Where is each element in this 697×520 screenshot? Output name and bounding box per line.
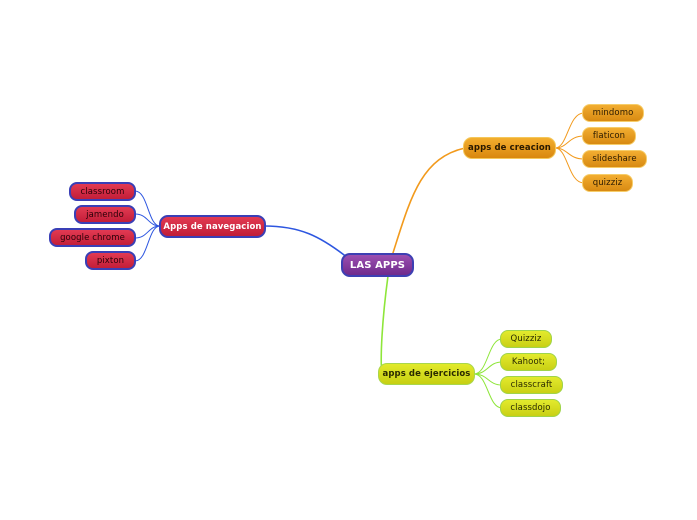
connector-navegacion-classroom — [134, 190, 161, 227]
leaf-label: slideshare — [592, 154, 637, 164]
leaf-node-flaticon[interactable]: flaticon — [582, 127, 636, 145]
leaf-label: pixton — [96, 255, 125, 266]
connector-ejercicios-kahoot — [473, 361, 503, 375]
leaf-node-google-chrome[interactable]: google chrome — [49, 228, 136, 247]
branch-label: apps de creacion — [468, 143, 551, 153]
leaf-node-slideshare[interactable]: slideshare — [582, 150, 647, 168]
leaf-node-pixton[interactable]: pixton — [85, 251, 136, 270]
connector-center-ejercicios — [380, 275, 389, 375]
leaf-label: Quizziz — [510, 334, 542, 344]
leaf-label: Kahoot; — [511, 357, 546, 367]
connector-center-creacion — [391, 147, 466, 257]
branch-node-creacion[interactable]: apps de creacion — [463, 137, 556, 159]
leaf-node-quizziz[interactable]: quizziz — [582, 174, 633, 192]
connector-creacion-mindomo — [554, 112, 585, 149]
branch-node-ejercicios[interactable]: apps de ejercicios — [378, 363, 475, 385]
leaf-label: classdojo — [510, 403, 551, 413]
connector-creacion-flaticon — [554, 135, 585, 149]
leaf-label: jamendo — [86, 209, 124, 220]
leaf-node-classdojo[interactable]: classdojo — [500, 399, 561, 417]
leaf-node-quizziz-ejercicios[interactable]: Quizziz — [500, 330, 552, 348]
connector-navegacion-jamendo — [134, 213, 161, 227]
connector-navegacion-pixton — [134, 225, 161, 262]
leaf-node-classcraft[interactable]: classcraft — [500, 376, 563, 394]
connector-center-navegacion — [263, 225, 349, 259]
branch-node-navegacion[interactable]: Apps de navegacion — [159, 215, 266, 238]
leaf-node-jamendo[interactable]: jamendo — [74, 205, 136, 224]
leaf-label: classcraft — [510, 380, 553, 390]
leaf-label: classroom — [80, 186, 125, 197]
leaf-label: quizziz — [592, 178, 623, 188]
connector-ejercicios-quizziz — [473, 338, 503, 375]
leaf-label: mindomo — [592, 108, 634, 118]
connector-creacion-quizziz — [554, 147, 585, 184]
leaf-label: google chrome — [60, 232, 125, 243]
leaf-node-classroom[interactable]: classroom — [69, 182, 136, 201]
center-node-label: LAS APPS — [349, 259, 406, 271]
branch-label: Apps de navegacion — [163, 221, 262, 232]
leaf-label: flaticon — [592, 131, 626, 141]
connector-ejercicios-classdojo — [473, 373, 503, 409]
leaf-node-kahoot[interactable]: Kahoot; — [500, 353, 557, 371]
center-node[interactable]: LAS APPS — [341, 253, 414, 277]
branch-label: apps de ejercicios — [382, 369, 471, 379]
leaf-node-mindomo[interactable]: mindomo — [582, 104, 644, 122]
